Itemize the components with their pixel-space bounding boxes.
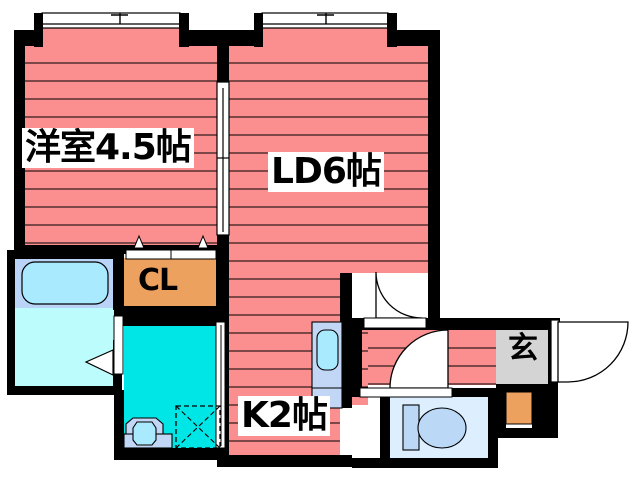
washing-machine-space <box>175 405 221 449</box>
kitchen-sink <box>311 321 343 409</box>
toilet <box>402 404 467 451</box>
bay-window-west <box>41 12 181 29</box>
bay-recess-ld <box>262 28 388 48</box>
ld-hall-door <box>363 271 427 329</box>
closet-floor <box>124 258 216 308</box>
shoe-cabinet-outline <box>505 385 533 425</box>
washroom-door <box>84 315 124 376</box>
washroom-kitchen-slide <box>215 321 226 449</box>
dressing-room-floor <box>14 308 114 390</box>
room-label-entrance: 玄 <box>508 331 538 366</box>
walls <box>7 13 560 468</box>
bathtub <box>21 261 109 305</box>
ld-lower-extension <box>228 273 340 331</box>
closet-sliding-doors <box>125 234 217 260</box>
hall-kitchen-door <box>359 329 453 398</box>
vanity-sink <box>123 417 173 449</box>
room-label-kitchen: K2帖 <box>238 396 330 436</box>
room-label-closet: CL <box>138 263 178 298</box>
bay-window-east <box>261 12 389 29</box>
entrance-door <box>550 319 629 383</box>
entrance-tile <box>496 330 558 385</box>
room-label-ld: LD6帖 <box>268 152 384 192</box>
bay-recess-washitsu <box>42 28 180 48</box>
room-label-washitsu: 洋室4.5帖 <box>22 128 194 168</box>
